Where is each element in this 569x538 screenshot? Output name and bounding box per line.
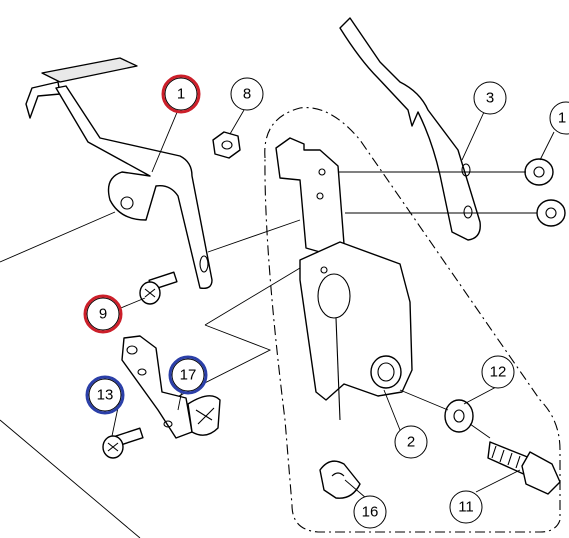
part-9-screw <box>139 271 178 305</box>
svg-text:8: 8 <box>243 86 251 103</box>
svg-text:11: 11 <box>458 499 474 516</box>
callout-highlight-ring <box>85 375 125 415</box>
callout-1-right: 1 <box>549 101 569 135</box>
part-17-bracket <box>121 335 221 439</box>
assembly-boundary <box>264 107 561 533</box>
svg-text:1: 1 <box>177 86 185 103</box>
part-16-ering <box>319 460 361 499</box>
svg-text:12: 12 <box>490 364 507 381</box>
part-3-lever <box>339 17 481 241</box>
construction-lines <box>0 211 306 538</box>
svg-text:1: 1 <box>558 110 566 127</box>
callout-1: 1 <box>161 74 201 114</box>
svg-text:16: 16 <box>362 504 379 521</box>
svg-text:2: 2 <box>407 434 415 451</box>
callout-12: 12 <box>481 355 515 389</box>
part-13-screw <box>102 427 144 459</box>
part-1-lever <box>25 57 213 290</box>
callout-highlight-ring <box>168 355 208 395</box>
part-11-bolt <box>469 423 561 495</box>
callout-highlight-ring <box>161 74 201 114</box>
part-12-washer <box>399 389 474 433</box>
callout-17: 17 <box>168 355 208 395</box>
part-8-nut <box>212 131 241 159</box>
callout-11: 11 <box>449 490 483 524</box>
callout-13: 13 <box>85 375 125 415</box>
callout-2: 2 <box>394 425 428 459</box>
callout-16: 16 <box>353 495 387 529</box>
callout-9: 9 <box>83 294 123 334</box>
callout-highlight-ring <box>83 294 123 334</box>
svg-text:9: 9 <box>99 306 107 323</box>
svg-text:13: 13 <box>97 387 114 404</box>
svg-text:3: 3 <box>486 90 494 107</box>
washers-upper-right <box>335 158 566 227</box>
callout-8: 8 <box>230 77 264 111</box>
svg-text:17: 17 <box>180 367 197 384</box>
callout-3: 3 <box>473 81 507 115</box>
part-2-block <box>275 137 413 421</box>
